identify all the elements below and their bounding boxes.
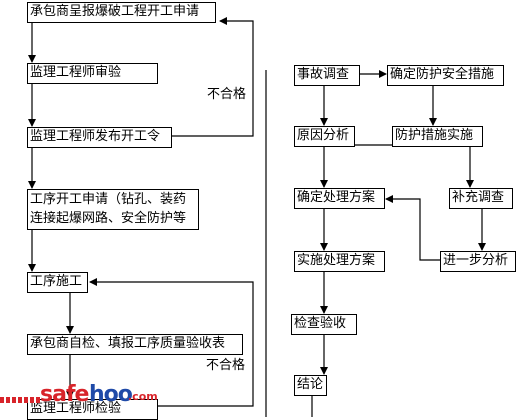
step-process-construction: 工序施工 (27, 272, 88, 293)
step-process-start-application-line2: 连接起爆网路、安全防护等 (30, 211, 187, 226)
step-determine-protection: 确定防护安全措施 (387, 65, 504, 86)
step-inspect-accept: 检查验收 (291, 314, 357, 335)
step-engineer-inspection: 监理工程师检验 (27, 399, 158, 420)
step-conclusion: 结论 (294, 375, 327, 396)
step-accident-investigation: 事故调查 (294, 65, 360, 86)
step-process-start-application-line1: 工序开工申请（钻孔、装药 (30, 192, 187, 207)
logo-part-safe: safe (40, 382, 89, 407)
step-execute-plan: 实施处理方案 (294, 251, 385, 272)
logo-part-com: .com (128, 390, 158, 403)
step-contractor-application: 承包商呈报爆破工程开工申请 (27, 2, 216, 23)
step-self-inspection: 承包商自检、填报工序质量验收表 (27, 334, 243, 355)
reject-label-2: 不合格 (206, 358, 246, 373)
step-process-start-application: 工序开工申请（钻孔、装药 连接起爆网路、安全防护等 (27, 189, 199, 230)
reject-label-1: 不合格 (207, 87, 247, 102)
step-issue-start-order: 监理工程师发布开工令 (27, 127, 172, 148)
step-cause-analysis: 原因分析 (294, 126, 355, 147)
logo-part-hoo: hoo (89, 382, 133, 407)
step-further-analysis: 进一步分析 (440, 251, 516, 272)
step-engineer-review: 监理工程师审验 (27, 63, 158, 84)
step-implement-protection: 防护措施实施 (392, 126, 483, 147)
step-supplementary-investigation: 补充调查 (449, 188, 513, 209)
step-determine-plan: 确定处理方案 (294, 188, 385, 209)
